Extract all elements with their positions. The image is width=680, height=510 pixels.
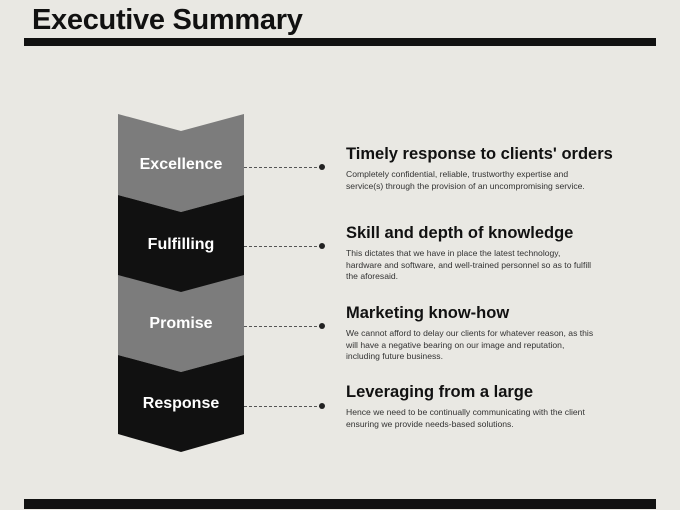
connector-dot-3 <box>319 323 325 329</box>
item-heading: Leveraging from a large <box>346 383 534 401</box>
item-description: We cannot afford to delay our clients fo… <box>346 328 594 361</box>
chevron-fulfilling <box>118 195 244 292</box>
summary-item-1: Timely response to clients' orders Compl… <box>346 145 636 192</box>
item-heading: Timely response to clients' orders <box>346 145 613 163</box>
item-description: This dictates that we have in place the … <box>346 248 592 281</box>
summary-item-4: Leveraging from a large Hence we need to… <box>346 383 636 430</box>
chevron-excellence <box>118 114 244 212</box>
item-heading: Skill and depth of knowledge <box>346 224 574 242</box>
connector-dot-4 <box>319 403 325 409</box>
chevron-promise <box>118 274 244 372</box>
summary-item-2: Skill and depth of knowledge This dictat… <box>346 224 636 283</box>
step-label-fulfilling: Fulfilling <box>147 236 215 253</box>
step-label-excellence: Excellence <box>139 156 223 173</box>
item-description: Hence we need to be continually communic… <box>346 407 585 429</box>
bottom-divider <box>24 499 656 509</box>
step-label-promise: Promise <box>149 315 213 332</box>
connector-4 <box>244 406 322 407</box>
connector-dot-1 <box>319 164 325 170</box>
item-description: Completely confidential, reliable, trust… <box>346 169 585 191</box>
top-divider <box>24 38 656 46</box>
summary-item-3: Marketing know-how We cannot afford to d… <box>346 304 636 363</box>
item-heading: Marketing know-how <box>346 304 510 322</box>
connector-1 <box>244 167 322 168</box>
connector-3 <box>244 326 322 327</box>
page-title: Executive Summary <box>32 4 303 36</box>
connector-2 <box>244 246 322 247</box>
connector-dot-2 <box>319 243 325 249</box>
chevron-response <box>118 355 244 452</box>
step-label-response: Response <box>142 395 220 412</box>
